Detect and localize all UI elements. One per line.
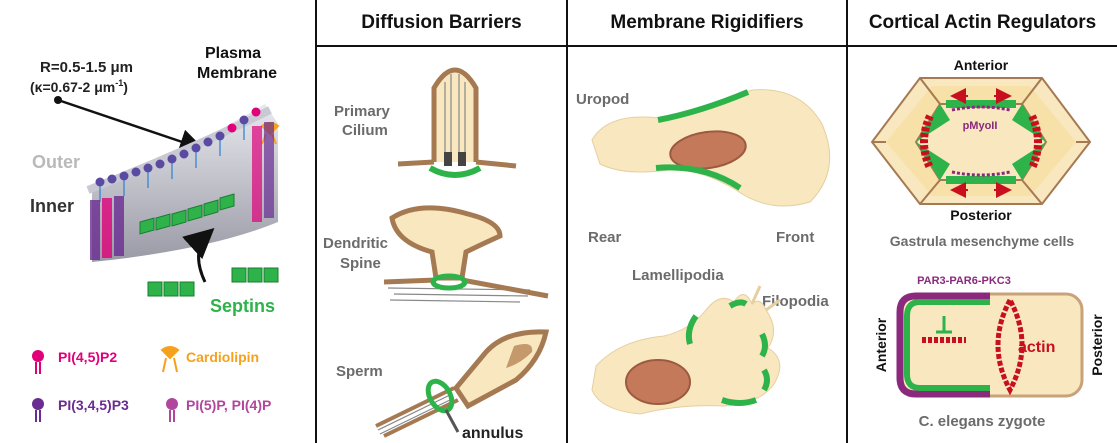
legend-pip-label: PI(5)P, PI(4)P bbox=[186, 397, 271, 413]
header-diffusion-barriers: Diffusion Barriers bbox=[317, 0, 566, 47]
free-septins bbox=[148, 268, 278, 296]
plasma-label-2: Membrane bbox=[197, 65, 277, 82]
par-complex-label: PAR3-PAR6-PKC3 bbox=[917, 275, 1011, 287]
migrating-cell-bottom bbox=[592, 286, 780, 414]
header-cortical-actin-regulators: Cortical Actin Regulators bbox=[848, 0, 1117, 47]
gastrula-cells bbox=[872, 78, 1090, 204]
pmyoii-label: pMyoII bbox=[963, 120, 998, 132]
spine-septin-ring bbox=[433, 276, 465, 288]
spine-label-1: Dendritic bbox=[323, 235, 388, 252]
zygote-posterior-label: Posterior bbox=[1089, 314, 1105, 376]
outer-label: Outer bbox=[32, 152, 80, 172]
filopodia-label: Filopodia bbox=[762, 293, 829, 310]
header-membrane-rigidifiers: Membrane Rigidifiers bbox=[568, 0, 846, 47]
lamellipodia-label: Lamellipodia bbox=[632, 267, 724, 284]
membrane-panel: R=0.5-1.5 μm (κ=0.67-2 μm-1) Plasma Memb… bbox=[0, 0, 315, 443]
radius-arrow bbox=[58, 100, 200, 148]
divider-3 bbox=[846, 0, 848, 443]
uropod-label: Uropod bbox=[576, 91, 629, 108]
septins-label: Septins bbox=[210, 296, 275, 316]
front-label: Front bbox=[776, 229, 814, 246]
gastrula-caption: Gastrula mesenchyme cells bbox=[890, 233, 1075, 249]
nucleus-top bbox=[668, 127, 748, 173]
divider-1 bbox=[315, 0, 317, 443]
c-elegans-zygote bbox=[900, 294, 1082, 396]
sperm-label: Sperm bbox=[336, 363, 383, 380]
dendritic-spine bbox=[384, 208, 548, 302]
legend-pip3-label: PI(3,4,5)P3 bbox=[58, 397, 129, 413]
legend-pip2-icon bbox=[32, 350, 44, 374]
actin-label: actin bbox=[1018, 339, 1055, 356]
legend-cardiolipin-icon bbox=[162, 347, 178, 372]
anterior-label: Anterior bbox=[954, 57, 1009, 73]
inner-label: Inner bbox=[30, 196, 74, 216]
cilium-septin-ring bbox=[430, 168, 480, 175]
spine-label-2: Spine bbox=[340, 255, 381, 272]
legend-pip3-icon bbox=[32, 398, 44, 422]
plasma-label-1: Plasma bbox=[205, 45, 261, 62]
curvature-label: (κ=0.67-2 μm-1) bbox=[30, 78, 128, 95]
posterior-label: Posterior bbox=[950, 207, 1012, 223]
migrating-cell-top bbox=[592, 90, 830, 206]
divider-2 bbox=[566, 0, 568, 443]
primary-cilium bbox=[398, 70, 516, 175]
annulus-label: annulus bbox=[462, 425, 523, 442]
cilium-label-1: Primary bbox=[334, 103, 391, 120]
legend-cardiolipin-label: Cardiolipin bbox=[186, 349, 259, 365]
legend-pip2-label: PI(4,5)P2 bbox=[58, 349, 117, 365]
sperm-annulus-ring bbox=[423, 377, 456, 415]
nucleus-bottom bbox=[626, 360, 690, 404]
rear-label: Rear bbox=[588, 229, 622, 246]
zygote-caption: C. elegans zygote bbox=[919, 413, 1046, 430]
cilium-label-2: Cilium bbox=[342, 122, 388, 139]
zygote-anterior-label: Anterior bbox=[873, 317, 889, 372]
legend-pip-icon bbox=[166, 398, 178, 422]
radius-label: R=0.5-1.5 μm bbox=[40, 59, 133, 76]
sperm-cell bbox=[376, 332, 546, 436]
